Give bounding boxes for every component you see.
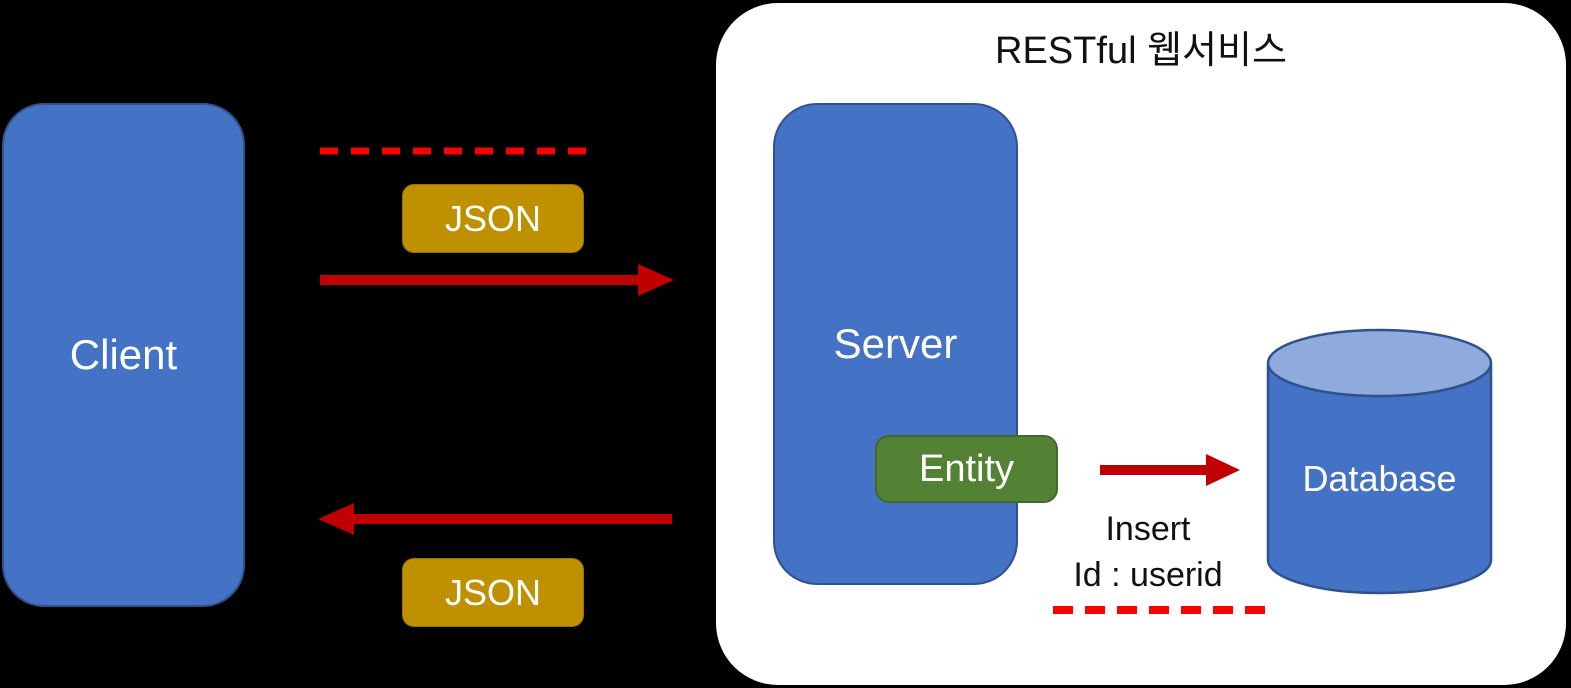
client-node: Client: [2, 103, 245, 607]
insert-arrow: [1100, 454, 1240, 486]
insert-note-line2: Id : userid: [1073, 556, 1223, 594]
insert-note-line1: Insert: [1105, 510, 1191, 548]
restful-service-title: RESTful 웹서비스: [995, 30, 1287, 72]
response-arrow: [318, 503, 672, 535]
client-label: Client: [69, 331, 178, 378]
entity-node: Entity: [875, 435, 1058, 503]
server-node: Server: [773, 103, 1018, 585]
json-response-badge: JSON: [402, 558, 584, 627]
request-arrow: [320, 264, 674, 296]
entity-label: Entity: [918, 447, 1015, 490]
json-response-label: JSON: [444, 571, 541, 613]
json-request-badge: JSON: [402, 184, 584, 253]
database-label: Database: [1302, 458, 1457, 499]
insert-note: Insert Id : userid: [1043, 506, 1253, 598]
server-label: Server: [833, 320, 958, 367]
database-cylinder: [1266, 328, 1493, 595]
json-request-label: JSON: [444, 197, 541, 239]
